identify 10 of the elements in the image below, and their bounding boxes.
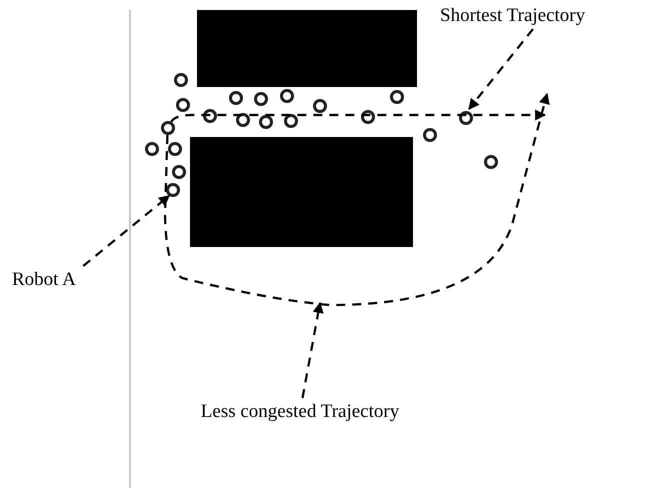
trajectory-arrow (164, 92, 550, 306)
leader-line (468, 28, 534, 110)
trajectory-arrow (170, 110, 546, 123)
robot-ring (161, 121, 175, 135)
annotation-text: Robot A (12, 266, 122, 293)
leader-line (301, 302, 324, 398)
leader-line (82, 194, 170, 267)
annotation-text: Shortest Trajectory (440, 2, 670, 29)
annotation-text: Less congested Trajectory (200, 398, 400, 425)
robot-ring (166, 183, 180, 197)
